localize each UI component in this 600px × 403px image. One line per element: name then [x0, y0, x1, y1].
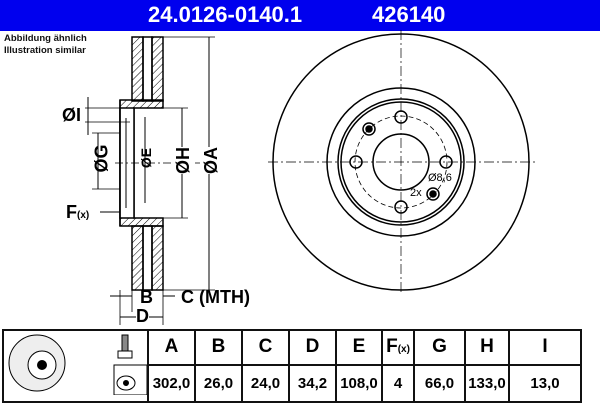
value-f: 4 — [381, 363, 415, 403]
value-a: 302,0 — [147, 363, 196, 403]
label-diameter-h: ØH — [173, 147, 194, 174]
col-header-c: C — [241, 329, 290, 366]
article-code: 426140 — [372, 2, 446, 27]
value-b: 26,0 — [194, 363, 243, 403]
label-c-mth: C (MTH) — [181, 287, 250, 307]
label-diameter-a: ØA — [201, 147, 222, 174]
front-view — [268, 30, 535, 295]
col-header-a: A — [147, 329, 196, 366]
section-view — [85, 36, 215, 325]
col-header-b: B — [194, 329, 243, 366]
hole-diameter-label: Ø8,6 — [428, 172, 452, 184]
value-h: 133,0 — [464, 363, 510, 403]
col-header-i: I — [508, 329, 582, 366]
table-value-row: 302,0 26,0 24,0 34,2 108,0 4 66,0 133,0 … — [3, 363, 582, 403]
technical-drawing — [85, 30, 535, 325]
value-g: 66,0 — [413, 363, 466, 403]
title-bar: 24.0126-0140.1 426140 — [0, 0, 600, 31]
value-e: 108,0 — [335, 363, 383, 403]
col-header-f: F(x) — [381, 329, 415, 366]
value-i: 13,0 — [508, 363, 582, 403]
label-f: F(x) — [66, 202, 90, 222]
value-c: 24,0 — [241, 363, 290, 403]
col-header-h: H — [464, 329, 510, 366]
col-header-e: E — [335, 329, 383, 366]
label-b: B — [140, 287, 153, 307]
col-header-g: G — [413, 329, 466, 366]
label-diameter-g: ØG — [91, 144, 112, 173]
label-diameter-e: ØE — [138, 147, 155, 169]
value-d: 34,2 — [288, 363, 337, 403]
disc-thumbnail-icon — [8, 334, 148, 396]
note-english: Illustration similar — [4, 45, 86, 56]
product-image-cell — [2, 329, 149, 403]
label-diameter-i: ØI — [62, 105, 82, 125]
label-d: D — [136, 306, 149, 327]
note-german: Abbildung ähnlich — [4, 33, 87, 44]
col-header-d: D — [288, 329, 337, 366]
spec-table: A B C D E F(x) G H I 302,0 26,0 24,0 34,… — [2, 329, 582, 403]
hole-count-label: 2x — [410, 187, 422, 199]
part-number: 24.0126-0140.1 — [148, 2, 303, 27]
table-header-row: A B C D E F(x) G H I — [2, 329, 582, 403]
